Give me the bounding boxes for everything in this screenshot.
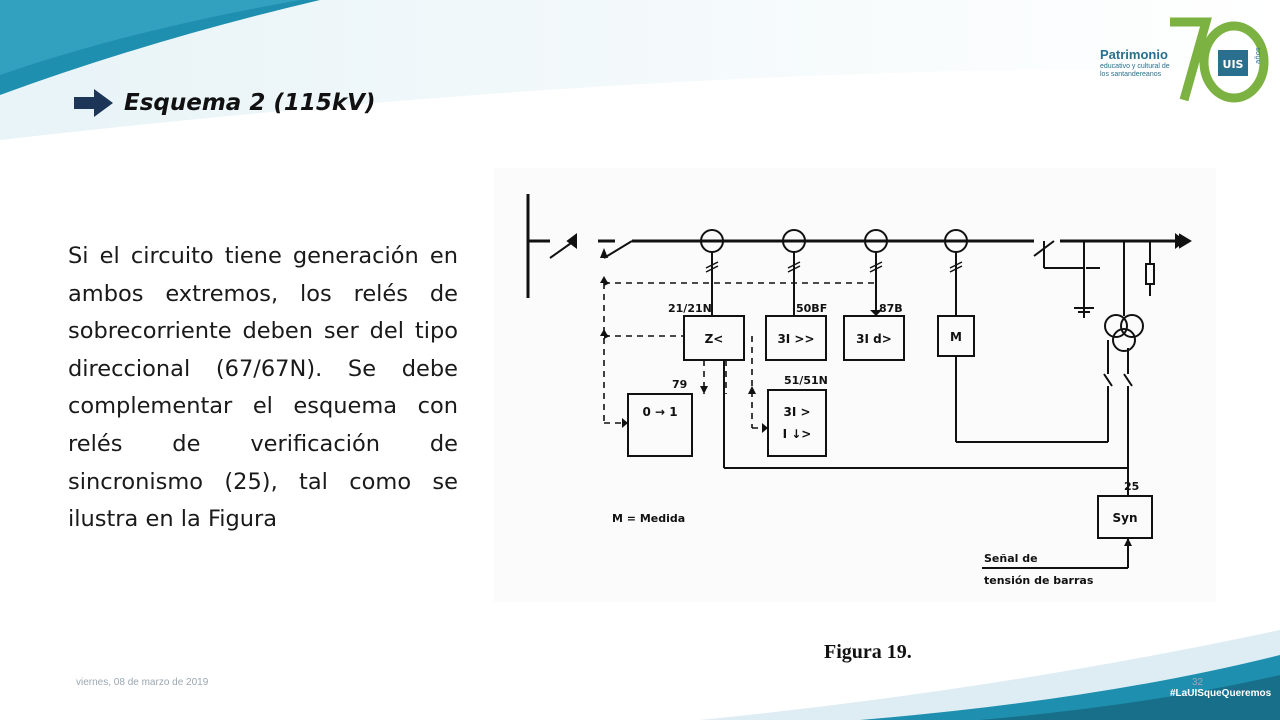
signal-label-1: Señal de [984, 552, 1038, 565]
logo-subtitle: educativo y cultural de los santanderean… [1100, 63, 1170, 78]
arrow-right-icon [74, 89, 113, 117]
relay-syn-label: Syn [1112, 511, 1137, 525]
relay-50bf [765, 315, 827, 361]
tag-51: 51/51N [784, 374, 828, 387]
signal-label-2: tensión de barras [984, 574, 1094, 587]
relay-50bf-label: 3I >> [777, 332, 814, 346]
relay-87b-label: 3I d> [856, 332, 892, 346]
title-row: Esquema 2 (115kV) [74, 88, 375, 118]
relay-79 [627, 393, 693, 457]
tag-21: 21/21N [668, 302, 712, 315]
footer-date: viernes, 08 de marzo de 2019 [76, 677, 209, 688]
logo-anos: años [1254, 47, 1262, 64]
tag-87b: 87B [879, 302, 903, 315]
legend-text: M = Medida [612, 512, 685, 525]
tag-50bf: 50BF [796, 302, 827, 315]
relay-51 [767, 389, 827, 457]
footer-hashtag: #LaUISqueQueremos [1170, 688, 1272, 699]
tag-79: 79 [672, 378, 687, 391]
relay-87b [843, 315, 905, 361]
figure-caption: Figura 19. [824, 641, 912, 663]
logo-70-mark: UIS años [1170, 17, 1269, 103]
relay-21-label: Z< [705, 332, 724, 346]
page-number: 32 [1192, 677, 1204, 688]
slide-title: Esquema 2 (115kV) [124, 90, 376, 116]
voltage-transformer [1104, 314, 1128, 338]
relay-m-label: M [950, 330, 962, 344]
relay-syn [1097, 495, 1153, 539]
logo-title: Patrimonio [1100, 47, 1168, 62]
relay-21 [683, 315, 745, 361]
relay-51-label-bottom: I ↓> [783, 427, 812, 441]
body-paragraph: Si el circuito tiene generación en ambos… [68, 243, 458, 533]
relay-51-label-top: 3I > [783, 405, 810, 419]
relay-79-label: 0 → 1 [642, 405, 677, 419]
tag-25: 25 [1124, 480, 1139, 493]
logo-uis: UIS [1223, 58, 1244, 71]
protection-scheme-diagram: Z< 3I >> 3I d> M 0 → 1 3I > I ↓> Syn 21/… [494, 168, 1216, 602]
